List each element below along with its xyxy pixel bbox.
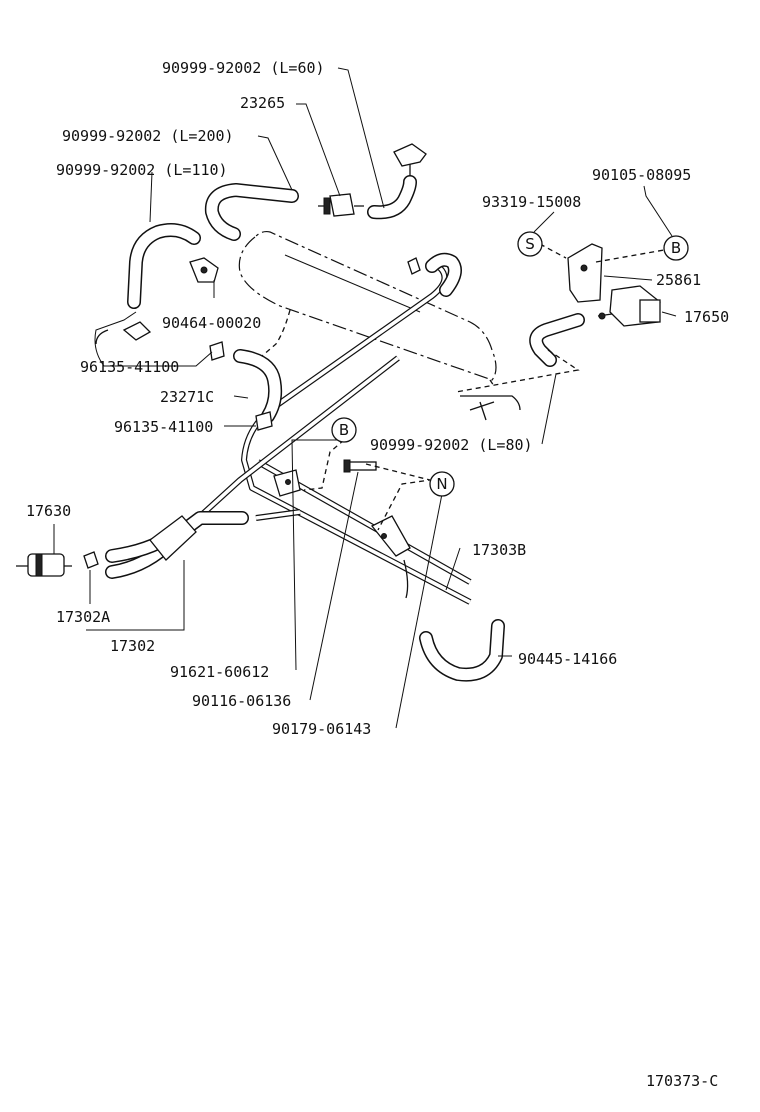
pipe-bracket-right [370, 515, 411, 599]
label-17303b: 17303B [472, 541, 526, 559]
svg-text:S: S [525, 235, 535, 253]
hose-l80 [529, 313, 585, 367]
clamp-17302a [83, 551, 99, 569]
svg-text:N: N [436, 475, 447, 493]
label-9011606136: 90116-06136 [192, 692, 291, 710]
hose-l110 [127, 223, 201, 309]
label-25861: 25861 [656, 271, 701, 289]
vsv-17650 [597, 285, 661, 327]
marker-b-mid: B [331, 417, 357, 443]
label-9010508095: 90105-08095 [592, 166, 691, 184]
label-9613541100-a: 96135-41100 [80, 358, 179, 376]
dashed-callouts [261, 243, 665, 531]
part-labels: 90999-92002 (L=60) 23265 90999-92002 (L=… [26, 59, 729, 1090]
bolt-9011606136 [343, 459, 377, 473]
label-17302a: 17302A [56, 608, 110, 626]
label-9099992002-l110: 90999-92002 (L=110) [56, 161, 228, 179]
fitting-left [95, 321, 152, 345]
hose-canister-top [425, 252, 462, 297]
label-9099992002-l80: 90999-92002 (L=80) [370, 436, 533, 454]
clamp-9046400020 [189, 257, 219, 283]
clamp-9613541100-a [209, 341, 225, 361]
hose-l200 [204, 183, 299, 241]
label-9099992002-l200: 90999-92002 (L=200) [62, 127, 234, 145]
label-9613541100-b: 96135-41100 [114, 418, 213, 436]
label-17630: 17630 [26, 502, 71, 520]
hose-l60 [367, 175, 417, 220]
label-23271c: 23271C [160, 388, 214, 406]
marker-n: N [429, 471, 455, 497]
label-9331915008: 93319-15008 [482, 193, 581, 211]
marker-s: S [517, 231, 543, 257]
canister-bracket [460, 395, 521, 421]
label-9046400020: 90464-00020 [162, 314, 261, 332]
bracket-25861 [567, 243, 603, 303]
charcoal-canister [238, 230, 497, 381]
clip-canister [407, 257, 421, 275]
label-9017906143: 90179-06143 [272, 720, 371, 738]
vsv-17630 [16, 553, 72, 577]
pipe-bracket-left [273, 469, 301, 497]
svg-text:B: B [671, 239, 681, 257]
valve-23265 [318, 193, 364, 217]
cap-top [393, 143, 427, 176]
svg-text:B: B [339, 421, 349, 439]
hose-17302 [105, 511, 249, 579]
hose-9044514166 [419, 619, 505, 682]
label-23265: 23265 [240, 94, 285, 112]
hose-23271c [233, 349, 283, 423]
figure-id: 170373-C [646, 1072, 718, 1090]
label-9099992002-l60: 90999-92002 (L=60) [162, 59, 325, 77]
marker-b-top: B [663, 235, 689, 261]
label-17302: 17302 [110, 637, 155, 655]
clamp-9613541100-b [255, 411, 273, 431]
label-9162160612: 91621-60612 [170, 663, 269, 681]
leader-lines [53, 67, 677, 729]
label-9044514166: 90445-14166 [518, 650, 617, 668]
label-17650: 17650 [684, 308, 729, 326]
